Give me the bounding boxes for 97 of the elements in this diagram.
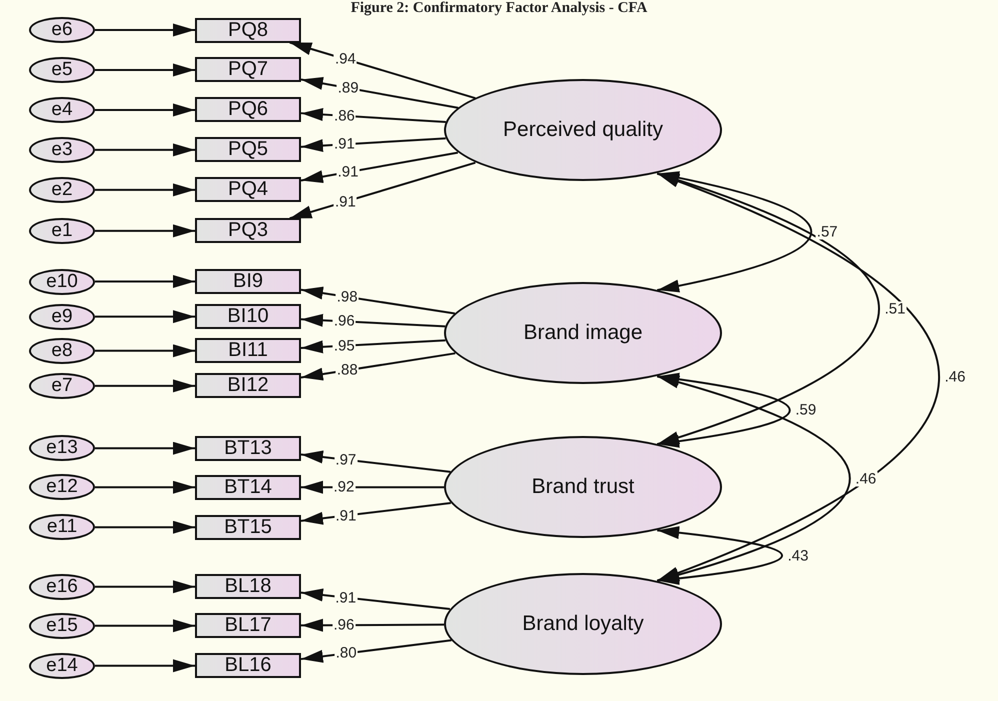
error-ellipse: e10 bbox=[29, 268, 95, 295]
edge-label: .91 bbox=[334, 590, 358, 606]
indicator-box: BT14 bbox=[195, 474, 301, 500]
edge-label: .94 bbox=[334, 52, 357, 67]
arrow bbox=[95, 63, 195, 76]
arrow bbox=[289, 162, 476, 220]
arrow bbox=[656, 172, 940, 582]
error-ellipse: e16 bbox=[29, 574, 95, 600]
arrow bbox=[300, 152, 458, 184]
arrow bbox=[95, 580, 195, 594]
factor-ellipse: Brand image bbox=[444, 282, 722, 384]
error-ellipse: e8 bbox=[29, 338, 95, 364]
arrow bbox=[657, 526, 782, 585]
edge-label: .91 bbox=[334, 194, 357, 210]
edge-label: .88 bbox=[336, 362, 359, 378]
arrow bbox=[300, 286, 456, 314]
edge-label: .86 bbox=[333, 108, 356, 124]
edge-label: .57 bbox=[816, 224, 839, 240]
arrow bbox=[656, 172, 880, 446]
indicator-box: PQ6 bbox=[195, 97, 301, 122]
error-ellipse: e13 bbox=[29, 435, 95, 462]
factor-ellipse: Brand trust bbox=[444, 436, 722, 538]
edge-label: .89 bbox=[336, 80, 360, 96]
arrow bbox=[300, 450, 451, 473]
indicator-box: PQ5 bbox=[195, 137, 301, 162]
edge-label: .91 bbox=[332, 136, 356, 152]
arrow bbox=[95, 310, 195, 324]
edge-label: .98 bbox=[336, 289, 359, 304]
arrow bbox=[300, 588, 450, 610]
arrow bbox=[95, 379, 195, 392]
arrow bbox=[656, 172, 812, 292]
arrow bbox=[300, 108, 446, 124]
arrow bbox=[300, 137, 446, 152]
factor-ellipse: Perceived quality bbox=[444, 79, 722, 182]
arrow bbox=[95, 24, 195, 36]
edge-label: .95 bbox=[332, 338, 356, 354]
edge-label: .59 bbox=[794, 402, 818, 418]
error-ellipse: e6 bbox=[29, 17, 95, 43]
error-ellipse: e11 bbox=[29, 514, 95, 540]
figure-title: Figure 2: Confirmatory Factor Analysis - CFA bbox=[350, 0, 648, 17]
arrow bbox=[95, 143, 195, 156]
indicator-box: BL16 bbox=[195, 653, 301, 678]
arrow bbox=[95, 520, 195, 534]
indicator-box: PQ8 bbox=[195, 18, 301, 42]
arrow bbox=[95, 619, 195, 632]
arrow bbox=[95, 442, 195, 455]
indicator-box: PQ4 bbox=[195, 177, 301, 202]
arrow bbox=[300, 77, 458, 109]
arrow bbox=[95, 659, 195, 672]
error-ellipse: e3 bbox=[29, 136, 95, 163]
arrow bbox=[656, 375, 850, 582]
factor-ellipse: Brand loyalty bbox=[444, 572, 722, 675]
arrow bbox=[95, 344, 195, 358]
arrow bbox=[95, 103, 195, 116]
error-ellipse: e14 bbox=[29, 652, 95, 679]
arrow bbox=[301, 618, 444, 632]
arrow bbox=[95, 183, 195, 196]
indicator-box: BI12 bbox=[195, 373, 301, 398]
error-ellipse: e7 bbox=[29, 372, 95, 399]
edge-label: .80 bbox=[334, 646, 358, 661]
arrow bbox=[657, 372, 790, 448]
indicator-box: BL17 bbox=[195, 613, 301, 638]
arrow bbox=[95, 224, 195, 238]
arrow bbox=[300, 352, 456, 381]
indicator-box: PQ3 bbox=[195, 218, 301, 244]
edge-label: .92 bbox=[332, 480, 356, 495]
indicator-box: BT15 bbox=[195, 514, 301, 540]
error-ellipse: e15 bbox=[29, 612, 95, 639]
edge-label: .43 bbox=[786, 548, 810, 564]
edge-label: .96 bbox=[332, 618, 356, 633]
arrow bbox=[95, 275, 195, 288]
arrow bbox=[300, 639, 452, 663]
arrow bbox=[301, 480, 444, 494]
error-ellipse: e4 bbox=[29, 96, 95, 123]
error-ellipse: e9 bbox=[29, 304, 95, 330]
indicator-box: BI10 bbox=[195, 304, 301, 330]
arrow bbox=[300, 502, 451, 525]
arrow bbox=[95, 480, 195, 494]
indicator-box: BI11 bbox=[195, 338, 301, 364]
arrow bbox=[300, 339, 446, 354]
error-ellipse: e1 bbox=[29, 218, 95, 244]
indicator-box: BL18 bbox=[195, 574, 301, 600]
indicator-box: BI9 bbox=[195, 269, 301, 294]
edge-label: .46 bbox=[854, 471, 878, 486]
edge-label: .96 bbox=[332, 314, 356, 329]
indicator-box: BT13 bbox=[195, 436, 301, 461]
edge-label: .91 bbox=[336, 164, 360, 180]
error-ellipse: e12 bbox=[29, 474, 95, 500]
edge-label: .91 bbox=[334, 508, 358, 524]
edge-label: .97 bbox=[334, 452, 358, 468]
error-ellipse: e5 bbox=[29, 56, 95, 83]
edge-label: .51 bbox=[884, 301, 906, 316]
arrow bbox=[300, 314, 446, 328]
edge-label: .46 bbox=[944, 370, 966, 385]
indicator-box: PQ7 bbox=[195, 57, 301, 82]
arrow bbox=[289, 42, 476, 100]
error-ellipse: e2 bbox=[29, 176, 95, 203]
